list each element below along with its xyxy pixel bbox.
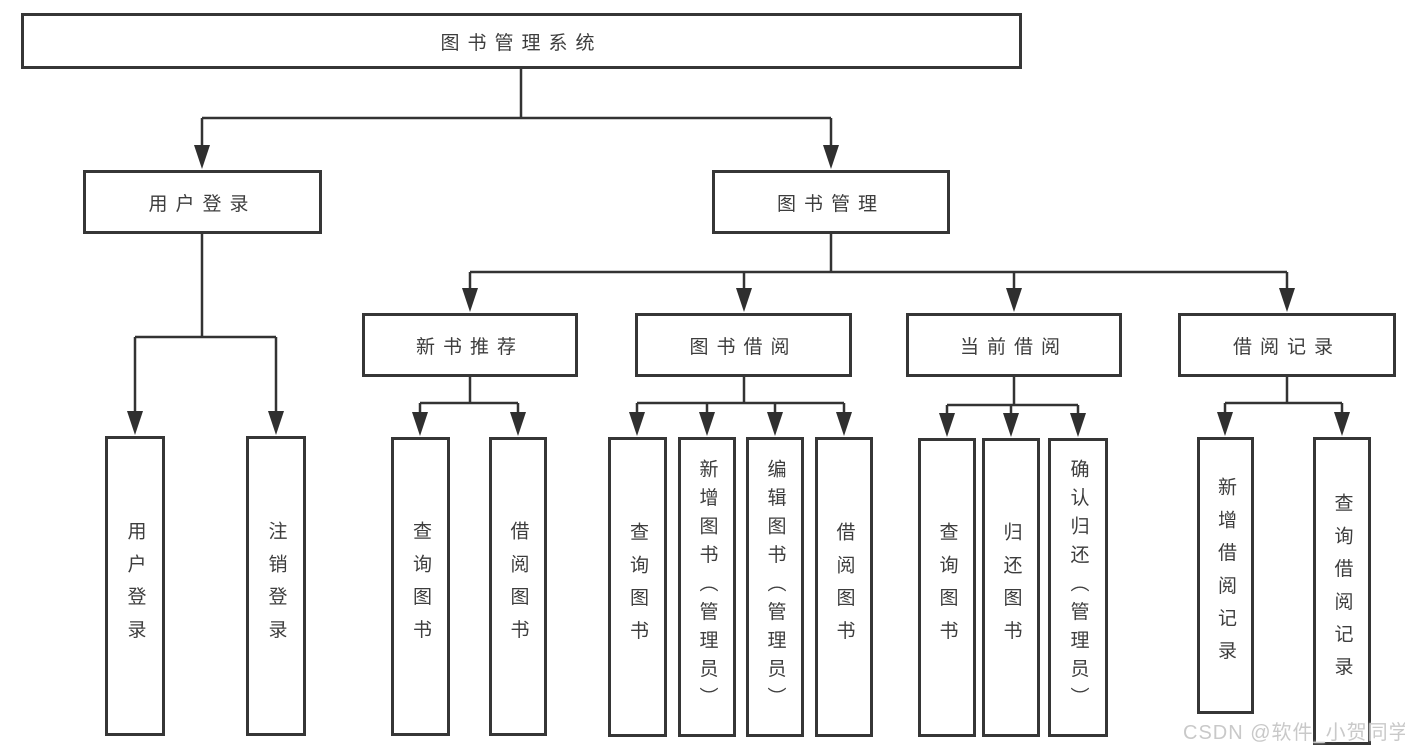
node-borrowing-records: 借阅记录 bbox=[1178, 313, 1396, 377]
node-bb-borrow-books: 借阅图书 bbox=[815, 437, 873, 737]
node-book-borrowing: 图书借阅 bbox=[635, 313, 852, 377]
node-new-book-recommend: 新书推荐 bbox=[362, 313, 578, 377]
node-current-borrowing: 当前借阅 bbox=[906, 313, 1122, 377]
node-cb-confirm-return-admin: 确认归还（管理员） bbox=[1048, 438, 1108, 737]
node-book-management: 图书管理 bbox=[712, 170, 950, 234]
node-bb-add-books-admin: 新增图书（管理员） bbox=[678, 437, 736, 737]
node-user-login: 用户登录 bbox=[83, 170, 322, 234]
node-bb-edit-books-admin: 编辑图书（管理员） bbox=[746, 437, 804, 737]
node-nb-query-books: 查询图书 bbox=[391, 437, 450, 736]
node-user-login-action: 用户登录 bbox=[105, 436, 165, 736]
csdn-watermark: CSDN @软件_小贺同学 bbox=[1183, 722, 1405, 744]
node-nb-borrow-books: 借阅图书 bbox=[489, 437, 547, 736]
node-cb-query-books: 查询图书 bbox=[918, 438, 976, 737]
node-cb-return-books: 归还图书 bbox=[982, 438, 1040, 737]
node-br-add-record: 新增借阅记录 bbox=[1197, 437, 1254, 714]
node-bb-query-books: 查询图书 bbox=[608, 437, 667, 737]
node-root-system: 图书管理系统 bbox=[21, 13, 1022, 69]
node-br-query-record: 查询借阅记录 bbox=[1313, 437, 1371, 745]
node-logout-action: 注销登录 bbox=[246, 436, 306, 736]
